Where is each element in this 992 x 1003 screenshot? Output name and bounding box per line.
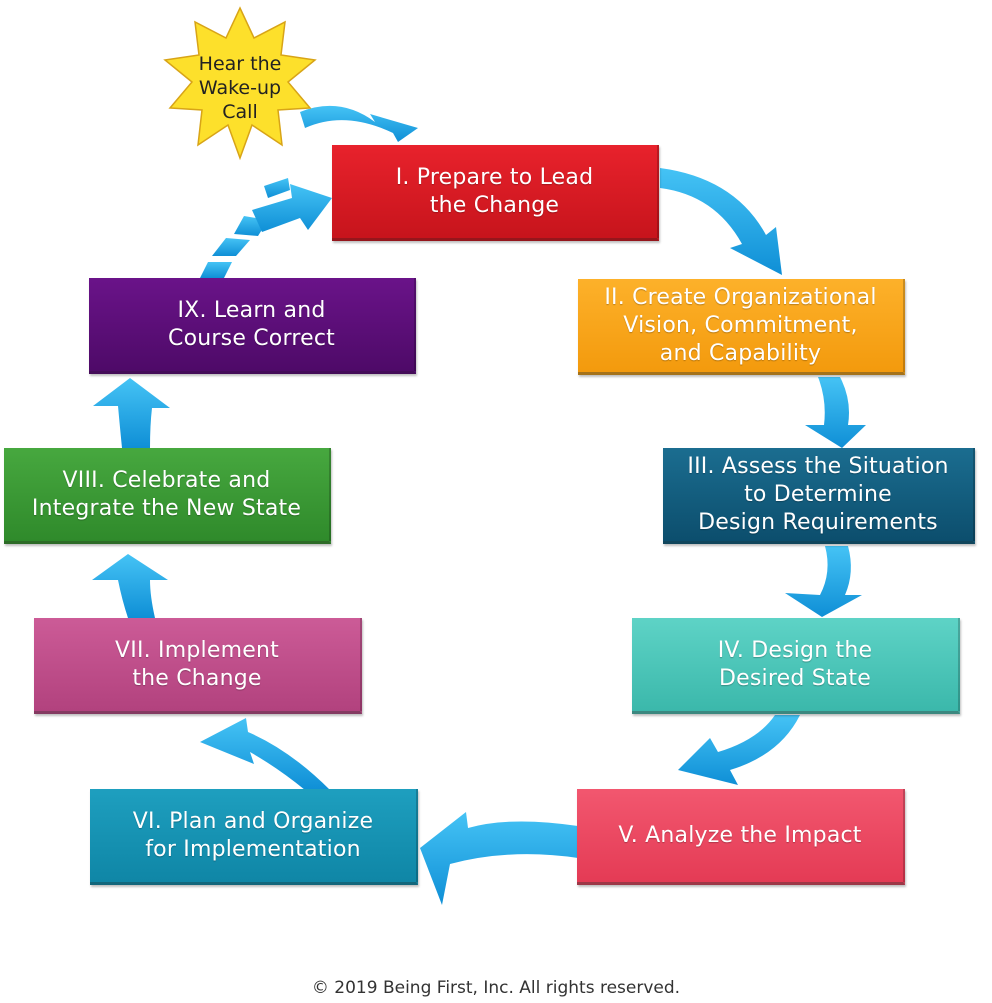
step-5-analyze[interactable]: V. Analyze the Impact <box>577 789 905 885</box>
arrow-4-to-5 <box>678 715 800 785</box>
arrow-5-to-6 <box>420 812 578 905</box>
wakeup-label: Hear the Wake-up Call <box>198 53 282 123</box>
arrow-9-to-1-seg-a <box>200 262 232 278</box>
step-9-learn[interactable]: IX. Learn and Course Correct <box>89 278 416 374</box>
step-4-label: IV. Design the Desired State <box>717 637 873 691</box>
arrow-9-to-1-seg-b <box>212 238 250 256</box>
step-4-design[interactable]: IV. Design the Desired State <box>632 618 960 714</box>
arrow-9-to-1-head <box>252 184 332 232</box>
arrow-7-to-8 <box>92 554 168 618</box>
step-2-create-vision[interactable]: II. Create Organizational Vision, Commit… <box>578 279 905 375</box>
step-7-label: VII. Implement the Change <box>115 637 279 691</box>
step-8-celebrate[interactable]: VIII. Celebrate and Integrate the New St… <box>4 448 331 544</box>
arrow-2-to-3 <box>805 377 866 448</box>
step-7-implement[interactable]: VII. Implement the Change <box>34 618 362 714</box>
step-6-plan[interactable]: VI. Plan and Organize for Implementation <box>90 789 418 885</box>
step-6-label: VI. Plan and Organize for Implementation <box>132 808 374 862</box>
step-3-label: III. Assess the Situation to Determine D… <box>687 453 949 535</box>
arrow-wakeup-to-prepare <box>300 105 418 142</box>
step-5-label: V. Analyze the Impact <box>618 822 862 848</box>
step-8-label: VIII. Celebrate and Integrate the New St… <box>31 467 302 521</box>
step-9-label: IX. Learn and Course Correct <box>168 297 335 351</box>
step-1-prepare[interactable]: I. Prepare to Lead the Change <box>332 145 659 241</box>
arrow-3-to-4 <box>785 546 862 617</box>
arrow-6-to-7 <box>200 718 330 790</box>
copyright-footer: © 2019 Being First, Inc. All rights rese… <box>311 978 681 998</box>
arrow-8-to-9 <box>93 378 170 448</box>
arrow-1-to-2 <box>660 168 782 275</box>
step-1-label: I. Prepare to Lead the Change <box>395 164 594 218</box>
wakeup-star-shape <box>163 6 317 161</box>
step-3-assess[interactable]: III. Assess the Situation to Determine D… <box>663 448 975 544</box>
step-2-label: II. Create Organizational Vision, Commit… <box>604 284 877 366</box>
arrow-9-to-1-seg-d <box>264 178 290 198</box>
